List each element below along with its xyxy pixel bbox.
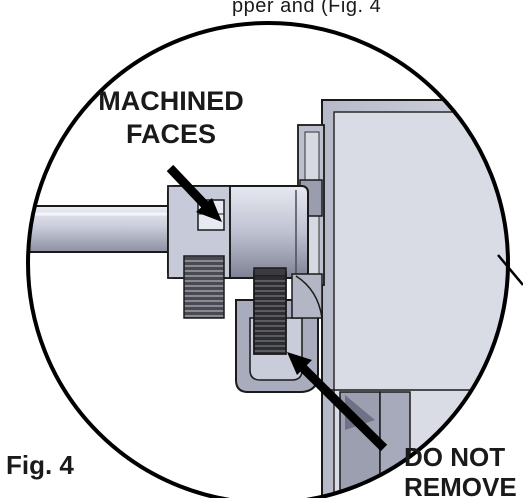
set-screw-left: [183, 255, 225, 319]
machined-faces-label-line1: MACHINED: [98, 86, 244, 116]
figure-label: Fig. 4: [6, 450, 74, 480]
machined-faces-label: MACHINED FACES: [86, 88, 256, 148]
do-not-remove-label-line1: DO NOT: [404, 442, 506, 472]
do-not-remove-label: DO NOT REMOVE: [404, 444, 517, 500]
threaded-stud: [253, 271, 287, 355]
do-not-remove-label-line2: REMOVE: [404, 472, 517, 502]
leader-do-not-remove: [298, 363, 388, 452]
leader-machined-faces: [166, 164, 211, 211]
machined-faces-label-line2: FACES: [125, 119, 217, 149]
header-text-fragment: pper and (Fig. 4: [232, 0, 382, 17]
callout-line: [497, 254, 523, 286]
magnifier-circle: [26, 21, 510, 503]
